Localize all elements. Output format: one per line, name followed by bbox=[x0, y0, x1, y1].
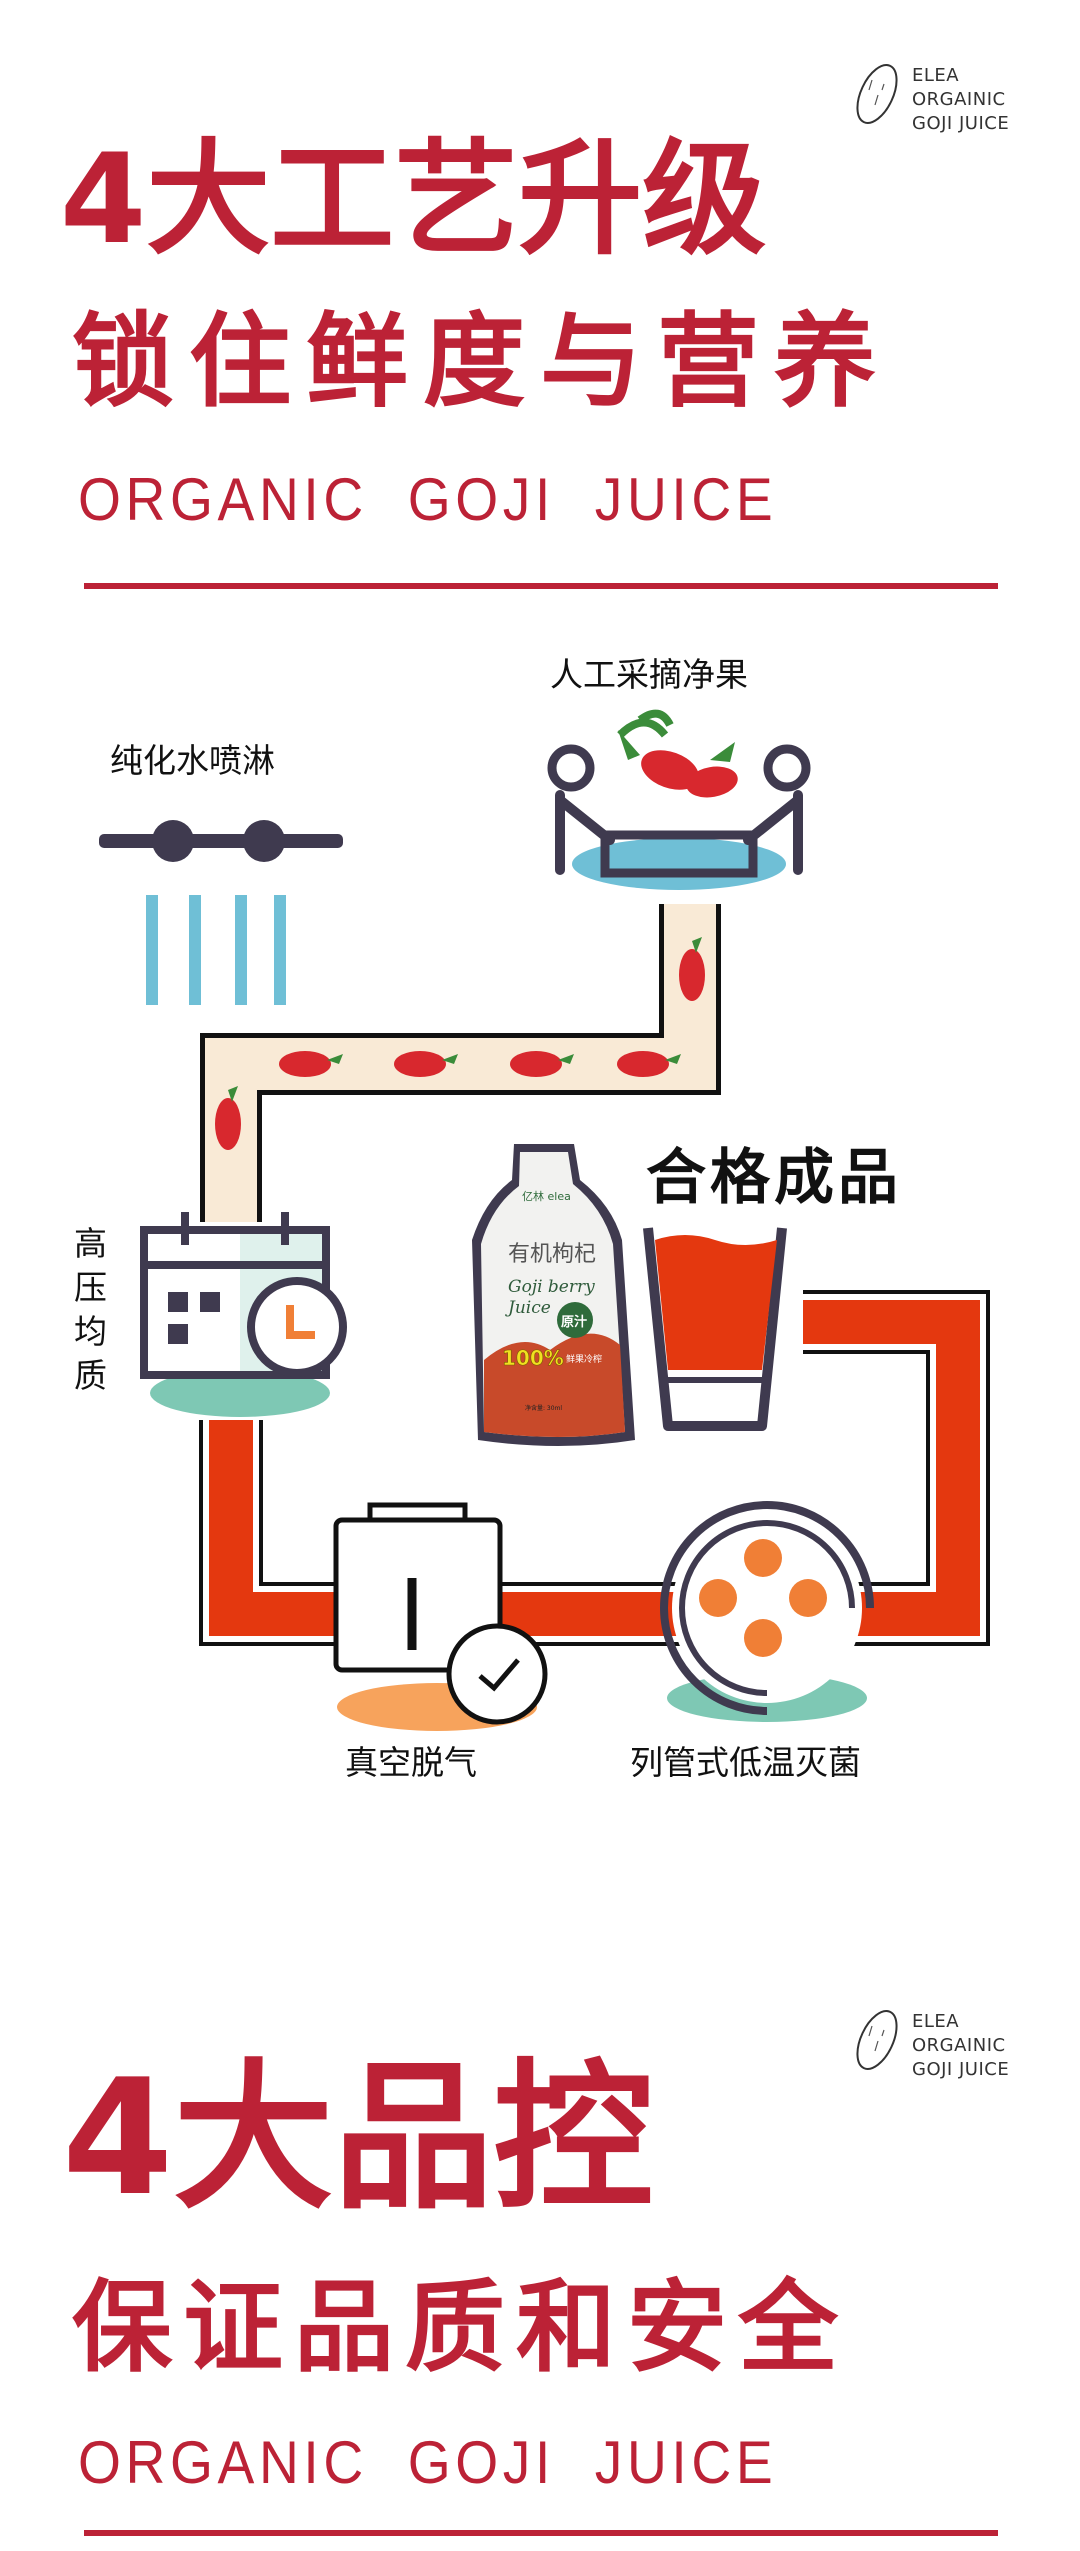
pouch-name-en1: Goji berry bbox=[508, 1277, 595, 1297]
sterilization-icon bbox=[660, 1501, 874, 1722]
pouch-name-cn: 有机枸杞 bbox=[508, 1242, 596, 1267]
section2-subtitle: 保证品质和安全 bbox=[72, 2269, 849, 2386]
step-label-homogenize: 高压均质 bbox=[74, 1224, 107, 1395]
section2-title: 4大品控 bbox=[62, 2044, 654, 2231]
vacuum-box-icon bbox=[333, 1502, 548, 1731]
goji-seed-icon bbox=[856, 2010, 898, 2070]
process-diagram: 亿林 elea 有机枸杞 Goji berry Juice 原汁 100% 鲜果… bbox=[99, 709, 990, 1731]
goji-berry-icon bbox=[510, 1051, 574, 1077]
step-label-vacuum: 真空脱气 bbox=[345, 1743, 477, 1782]
goji-berry-icon bbox=[279, 1051, 343, 1077]
pouch-volume: 净含量: 30ml bbox=[525, 1404, 562, 1412]
brand-line-2: ORGAINIC bbox=[912, 2035, 1006, 2056]
section2-divider bbox=[84, 2530, 998, 2536]
step-label-washing: 纯化水喷淋 bbox=[110, 741, 275, 780]
section1-english: ORGANIC GOJI JUICE bbox=[78, 466, 778, 533]
brand-line-1: ELEA bbox=[912, 65, 960, 86]
pouch-badge: 原汁 bbox=[561, 1314, 587, 1330]
juice-pouch-image: 亿林 elea 有机枸杞 Goji berry Juice 原汁 100% 鲜果… bbox=[472, 1144, 635, 1446]
goji-berry-icon bbox=[215, 1086, 241, 1150]
goji-berry-icons bbox=[215, 937, 705, 1150]
brand-line-3: GOJI JUICE bbox=[912, 113, 1010, 134]
pouch-brand: 亿林 elea bbox=[522, 1189, 571, 1203]
step-label-picking: 人工采摘净果 bbox=[550, 655, 748, 694]
goji-berry-icon bbox=[617, 1051, 681, 1077]
brand-line-2: ORGAINIC bbox=[912, 89, 1006, 110]
goji-berry-icon bbox=[394, 1051, 458, 1077]
hand-picking-icon bbox=[547, 709, 811, 890]
pouch-percent: 100% bbox=[502, 1346, 564, 1370]
brand-line-1: ELEA bbox=[912, 2011, 960, 2032]
goji-seed-icon bbox=[856, 64, 898, 124]
goji-berry-icon bbox=[679, 937, 705, 1001]
pouch-claim: 鲜果冷榨 bbox=[566, 1353, 602, 1365]
section1-title: 4大工艺升级 bbox=[60, 128, 767, 272]
brand-line-3: GOJI JUICE bbox=[912, 2059, 1010, 2080]
section1-divider bbox=[84, 583, 998, 589]
juice-cup-icon bbox=[643, 1227, 787, 1431]
pouch-name-en2: Juice bbox=[505, 1298, 551, 1318]
calendar-clock-icon bbox=[140, 1212, 347, 1417]
step-label-sterilize: 列管式低温灭菌 bbox=[630, 1743, 861, 1782]
red-pipe bbox=[199, 1290, 990, 1646]
result-label: 合格成品 bbox=[646, 1143, 902, 1213]
section2-english: ORGANIC GOJI JUICE bbox=[78, 2429, 778, 2496]
section1-subtitle: 锁住鲜度与营养 bbox=[72, 303, 891, 422]
water-shower-icon bbox=[99, 820, 343, 1005]
